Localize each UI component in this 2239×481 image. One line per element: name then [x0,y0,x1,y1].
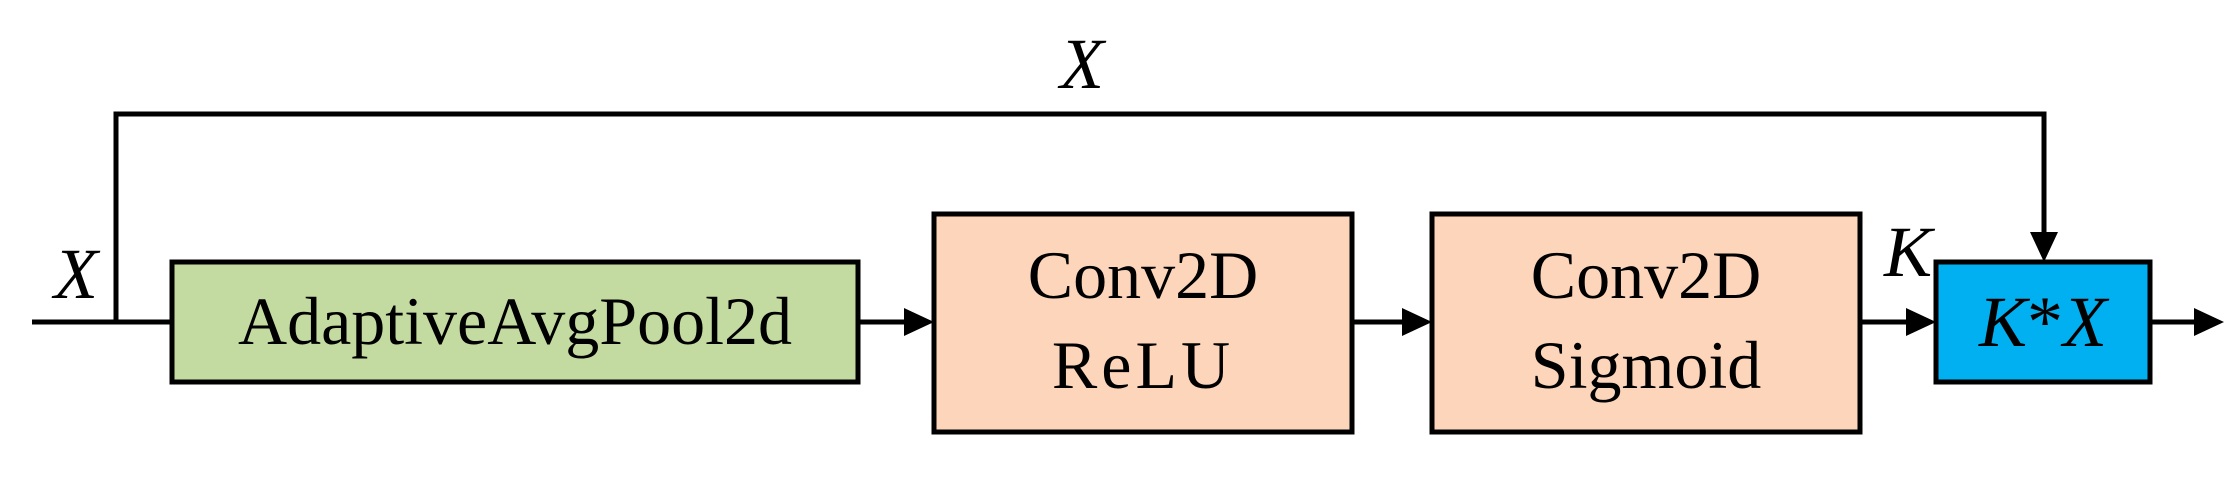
skip-connection-line [113,111,2047,322]
skip-arrowhead [2030,232,2058,262]
product-op: * [2027,282,2063,362]
product-x: X [2060,282,2110,362]
conv2-line1-label: Conv2D [1531,237,1761,313]
arrowhead-product [1906,308,1936,336]
product-label: K*X [1978,282,2110,362]
pool-label: AdaptiveAvgPool2d [238,283,792,359]
conv2-line2-label: Sigmoid [1531,327,1762,403]
attention-k-label: K [1883,212,1936,292]
skip-x-label: X [1057,24,1107,104]
arrowhead-conv1 [904,308,934,336]
product-k: K [1978,282,2031,362]
conv1-line1-label: Conv2D [1028,237,1258,313]
output-arrowhead [2194,308,2224,336]
arrowhead-conv2 [1402,308,1432,336]
conv1-line2-label: ReLU [1052,327,1234,403]
input-x-label: X [51,234,101,314]
conv2d-relu-block [931,211,1355,435]
conv2d-sigmoid-block [1429,211,1863,435]
